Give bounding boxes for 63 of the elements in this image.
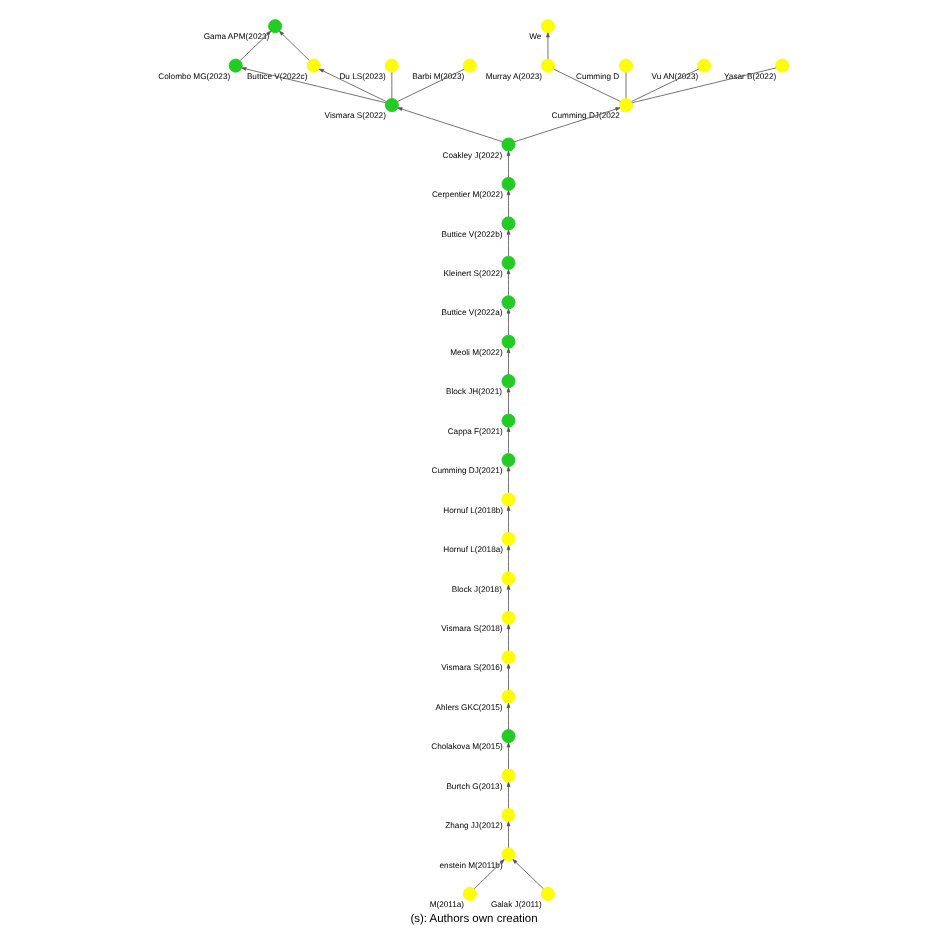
node-circle [501, 176, 516, 191]
arrow [506, 742, 511, 770]
arrow [241, 67, 386, 104]
node-circle [384, 58, 399, 73]
node-circle [501, 729, 516, 744]
connector [553, 68, 621, 102]
arrow [506, 781, 511, 809]
arrow [512, 859, 544, 890]
node-circle [540, 19, 555, 34]
node-circle [775, 58, 790, 73]
arrow [318, 68, 387, 102]
arrow [506, 348, 511, 375]
node-circle [501, 453, 516, 467]
arrow [506, 584, 511, 612]
node-circle [501, 255, 516, 270]
node-circle [462, 58, 477, 73]
arrow [514, 107, 621, 143]
node-circle [540, 886, 555, 901]
node-circle [501, 768, 516, 783]
node-circle [462, 886, 477, 901]
arrow [506, 229, 511, 257]
node-circle [501, 808, 516, 822]
node-circle [697, 58, 712, 73]
arrow [397, 107, 503, 143]
node-circle [501, 295, 516, 310]
arrow [506, 624, 511, 651]
node-circle [501, 610, 516, 625]
connector [631, 68, 699, 102]
arrow [506, 505, 511, 533]
arrow [506, 545, 511, 573]
node-circle [501, 531, 516, 546]
node-circle [501, 334, 516, 349]
node-circle [501, 413, 516, 428]
node-circle [619, 58, 633, 73]
node-circle [619, 98, 633, 113]
node-circle [501, 216, 516, 231]
arrow [279, 30, 310, 61]
node-circle [501, 492, 516, 507]
arrow [506, 269, 511, 296]
arrow [506, 821, 511, 849]
node-circle [501, 689, 516, 704]
arrow [506, 308, 511, 336]
arrow [506, 190, 511, 218]
node-circle [501, 137, 516, 152]
connector [397, 68, 465, 102]
arrow [506, 387, 511, 415]
node-circle [228, 58, 243, 73]
arrow [506, 663, 511, 691]
arrow [506, 703, 511, 730]
arrow [473, 859, 505, 890]
node-circle [501, 650, 516, 665]
connector [631, 67, 777, 104]
connector [391, 72, 393, 99]
node-circle [501, 571, 516, 586]
node-circle [540, 58, 555, 73]
node-circle [384, 98, 399, 113]
arrow [239, 30, 272, 61]
arrow [506, 150, 511, 178]
arrow [546, 32, 550, 60]
arrow [506, 427, 511, 454]
arrow [506, 466, 511, 494]
node-circle [306, 58, 321, 73]
node-circle [501, 374, 516, 389]
